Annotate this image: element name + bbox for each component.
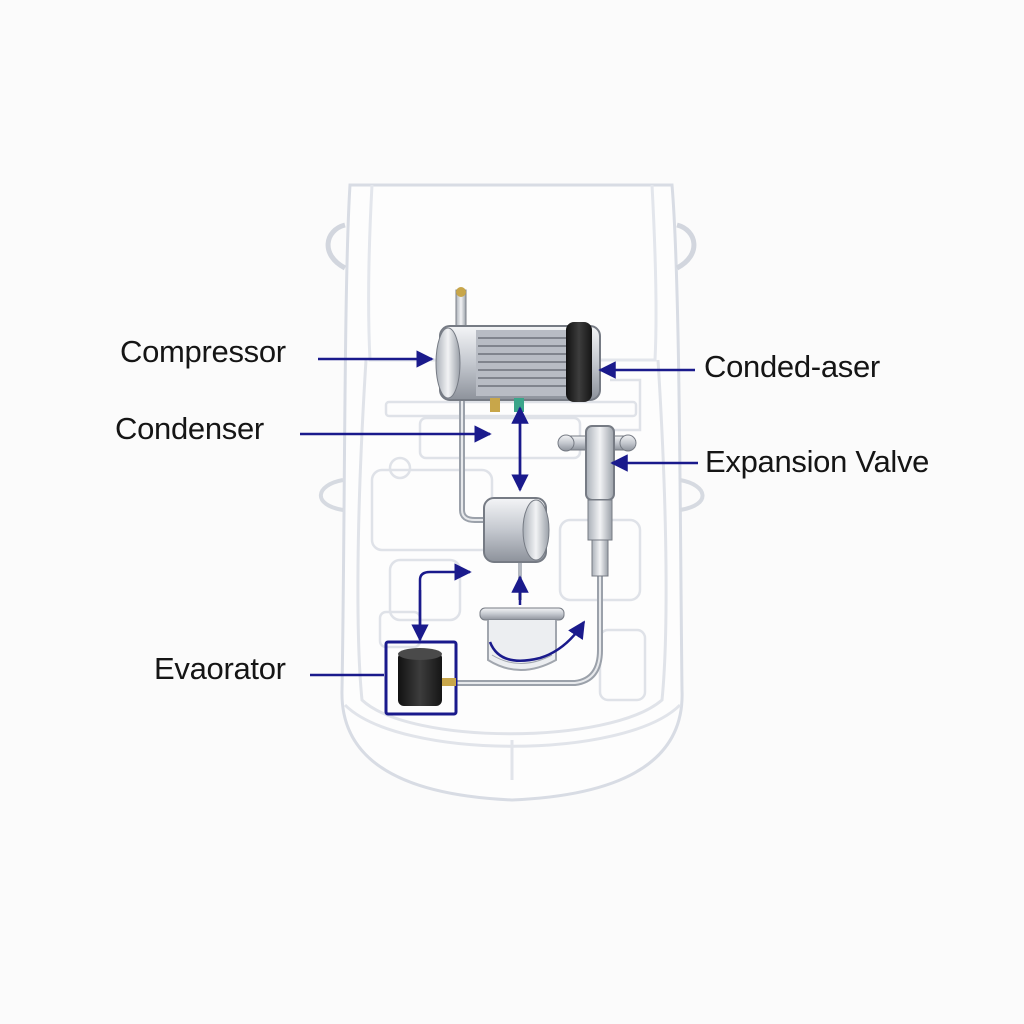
evaporator-unit bbox=[384, 640, 458, 716]
label-conded-aser: Conded-aser bbox=[704, 349, 880, 384]
car-body-outline bbox=[319, 183, 705, 802]
label-expansion-valve: Expansion Valve bbox=[705, 444, 930, 479]
label-condenser: Condenser bbox=[115, 411, 264, 446]
receiver-drier bbox=[483, 497, 550, 563]
expansion-valve-unit bbox=[557, 425, 637, 577]
flow-arrows bbox=[411, 406, 586, 662]
label-pointers bbox=[300, 350, 698, 677]
compressor-unit bbox=[435, 287, 601, 412]
label-compressor: Compressor bbox=[120, 334, 286, 369]
label-evaporator: Evaorator bbox=[154, 651, 286, 686]
